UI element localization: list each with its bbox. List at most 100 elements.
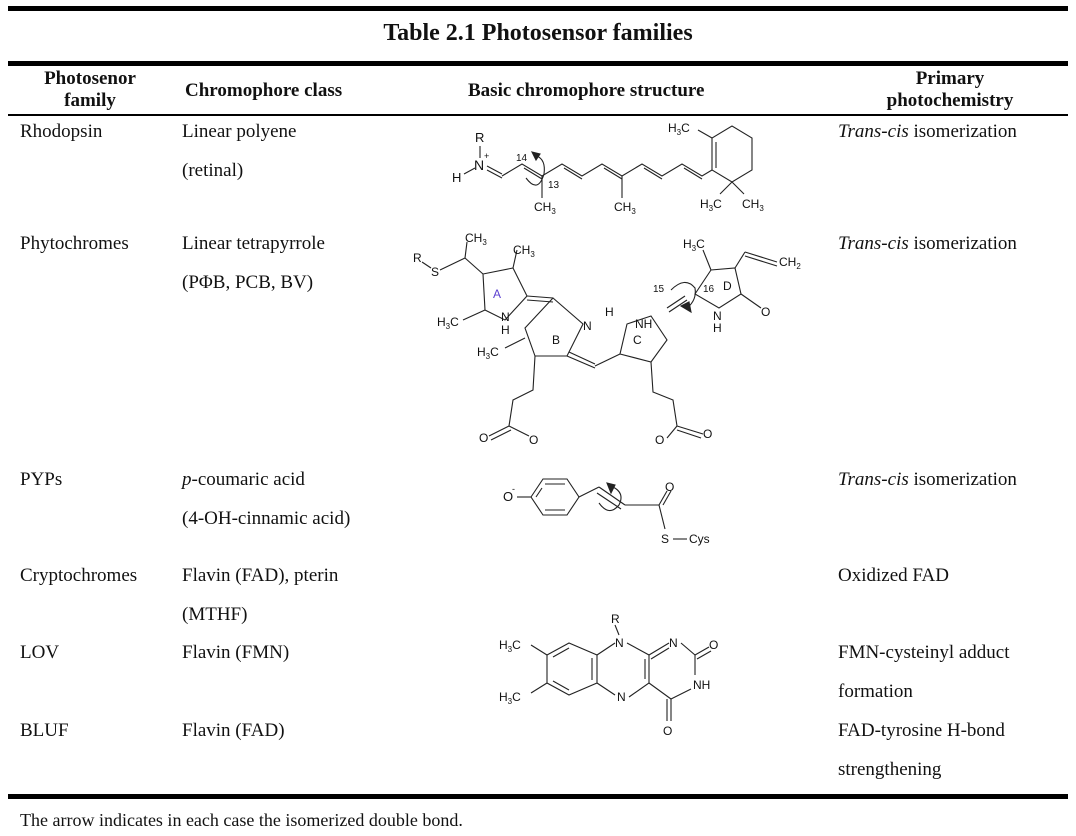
header-photochemistry-line1: Primary xyxy=(915,68,985,89)
c2-o: O xyxy=(709,638,718,652)
ring-d-h: H xyxy=(713,321,722,335)
photochem-rest: isomerization xyxy=(908,233,1017,254)
photochem-rest: isomerization xyxy=(908,469,1017,490)
ring-a-label: A xyxy=(493,287,501,301)
n5: N xyxy=(617,690,626,704)
flavin-structure: R N N N O NH O H3C H3C xyxy=(499,612,718,738)
n3-h: NH xyxy=(693,678,710,692)
header-top-rule xyxy=(8,61,1068,66)
class-line: Flavin (FAD), pterin xyxy=(182,565,339,586)
carbon-14: 14 xyxy=(516,153,528,164)
carboxylate-o1: O xyxy=(479,431,488,445)
ring-a-h: H xyxy=(501,323,510,337)
row-lov-class: Flavin (FMN) xyxy=(182,642,290,663)
atom-r: R xyxy=(413,251,422,265)
bilin-structure: R S CH3 CH3 H3C A N H B N H H3C C NH O O… xyxy=(413,231,801,447)
row-phytochromes-family: Phytochromes xyxy=(20,233,129,254)
header-family-line2: family xyxy=(64,90,116,111)
class-line: (MTHF) xyxy=(182,604,248,625)
row-lov-family: LOV xyxy=(20,642,60,663)
methyl-ring-top: H3C xyxy=(668,121,690,137)
c4-o: O xyxy=(663,724,672,738)
class-italic-prefix: p xyxy=(182,469,192,490)
class-line: Linear polyene xyxy=(182,121,297,142)
ring-c-nh: NH xyxy=(635,317,652,331)
atom-s: S xyxy=(431,265,439,279)
atom-n: N xyxy=(474,157,484,173)
header-bottom-rule xyxy=(8,114,1068,116)
methyl-gem-1: H3C xyxy=(700,197,722,213)
ring-d-label: D xyxy=(723,279,732,293)
row-cryptochromes-family: Cryptochromes xyxy=(20,565,138,586)
n10: N xyxy=(615,636,624,650)
charge-plus: + xyxy=(484,151,489,161)
photochem-line: strengthening xyxy=(838,759,942,780)
row-pyps-photochem: Trans-cis isomerization xyxy=(838,460,1017,499)
footnote: The arrow indicates in each case the iso… xyxy=(20,810,463,830)
atom-r: R xyxy=(611,612,620,626)
ring-b-h: H xyxy=(605,305,614,319)
photochem-italic: Trans-cis xyxy=(838,233,909,254)
carboxylate-o3: O xyxy=(703,427,712,441)
thioester-s: S xyxy=(661,532,669,546)
header-family: Photosenor family xyxy=(20,68,160,112)
methyl-a1: CH3 xyxy=(465,231,487,247)
class-line: (retinal) xyxy=(182,160,244,181)
row-rhodopsin-class: Linear polyene (retinal) xyxy=(182,112,296,190)
carboxylate-o4: O xyxy=(655,433,664,447)
header-family-line1: Photosenor xyxy=(44,68,136,89)
ring-d-n: N xyxy=(713,309,722,323)
row-pyps-family: PYPs xyxy=(20,469,63,490)
class-line: (PΦB, PCB, BV) xyxy=(182,272,314,293)
bottom-rule xyxy=(8,794,1068,799)
methyl-d: H3C xyxy=(683,237,705,253)
methyl-8: H3C xyxy=(499,690,521,706)
phenolate-o: O xyxy=(503,489,513,504)
n1: N xyxy=(669,636,678,650)
cys-label: Cys xyxy=(689,532,710,546)
photochem-italic: Trans-cis xyxy=(838,469,909,490)
top-rule xyxy=(8,6,1068,11)
header-photochemistry: Primary photochemistry xyxy=(860,68,1040,112)
carboxylate-o2: O xyxy=(529,433,538,447)
methyl-a2: CH3 xyxy=(513,243,535,259)
photochem-line: FAD-tyrosine H-bond xyxy=(838,720,1005,741)
row-bluf-family: BLUF xyxy=(20,720,69,741)
methyl-gem-2: CH3 xyxy=(742,197,764,213)
photochem-line: FMN-cysteinyl adduct xyxy=(838,642,1010,663)
photochem-rest: isomerization xyxy=(908,121,1017,142)
row-bluf-photochem: FAD-tyrosine H-bond strengthening xyxy=(838,711,1005,789)
header-structure: Basic chromophore structure xyxy=(468,80,705,101)
ring-d-o: O xyxy=(761,305,770,319)
charge-minus: - xyxy=(512,484,515,494)
class-line: Linear tetrapyrrole xyxy=(182,233,325,254)
ring-b-label: B xyxy=(552,333,560,347)
ring-c-label: C xyxy=(633,333,642,347)
class-line: (4-OH-cinnamic acid) xyxy=(182,508,351,529)
retinal-structure: R N + H 14 13 CH3 CH3 H3C H3C CH3 xyxy=(452,121,764,216)
row-bluf-class: Flavin (FAD) xyxy=(182,720,285,741)
row-phytochromes-class: Linear tetrapyrrole (PΦB, PCB, BV) xyxy=(182,224,325,302)
row-pyps-class: p-coumaric acid (4-OH-cinnamic acid) xyxy=(182,460,350,538)
methyl-7: H3C xyxy=(499,638,521,654)
carbonyl-o: O xyxy=(665,480,674,494)
row-lov-photochem: FMN-cysteinyl adduct formation xyxy=(838,633,1010,711)
photochem-line: formation xyxy=(838,681,913,702)
row-cryptochromes-photochem: Oxidized FAD xyxy=(838,565,949,586)
table-title: Table 2.1 Photosensor families xyxy=(383,20,693,46)
row-phytochromes-photochem: Trans-cis isomerization xyxy=(838,224,1017,263)
row-rhodopsin-family: Rhodopsin xyxy=(20,121,103,142)
photochem-italic: Trans-cis xyxy=(838,121,909,142)
row-rhodopsin-photochem: Trans-cis isomerization xyxy=(838,112,1017,151)
ring-a-n: N xyxy=(501,310,510,324)
methyl-a3: H3C xyxy=(437,315,459,331)
carbon-15: 15 xyxy=(653,284,665,295)
header-chromophore-class: Chromophore class xyxy=(185,80,343,101)
coumaric-structure: O - O S Cys xyxy=(503,478,710,546)
atom-h: H xyxy=(452,170,461,185)
class-line: p-coumaric acid xyxy=(182,460,350,499)
carbon-16: 16 xyxy=(703,284,715,295)
methyl-9: CH3 xyxy=(614,200,636,216)
class-line-rest: -coumaric acid xyxy=(191,469,305,490)
ring-b-n: N xyxy=(583,319,592,333)
